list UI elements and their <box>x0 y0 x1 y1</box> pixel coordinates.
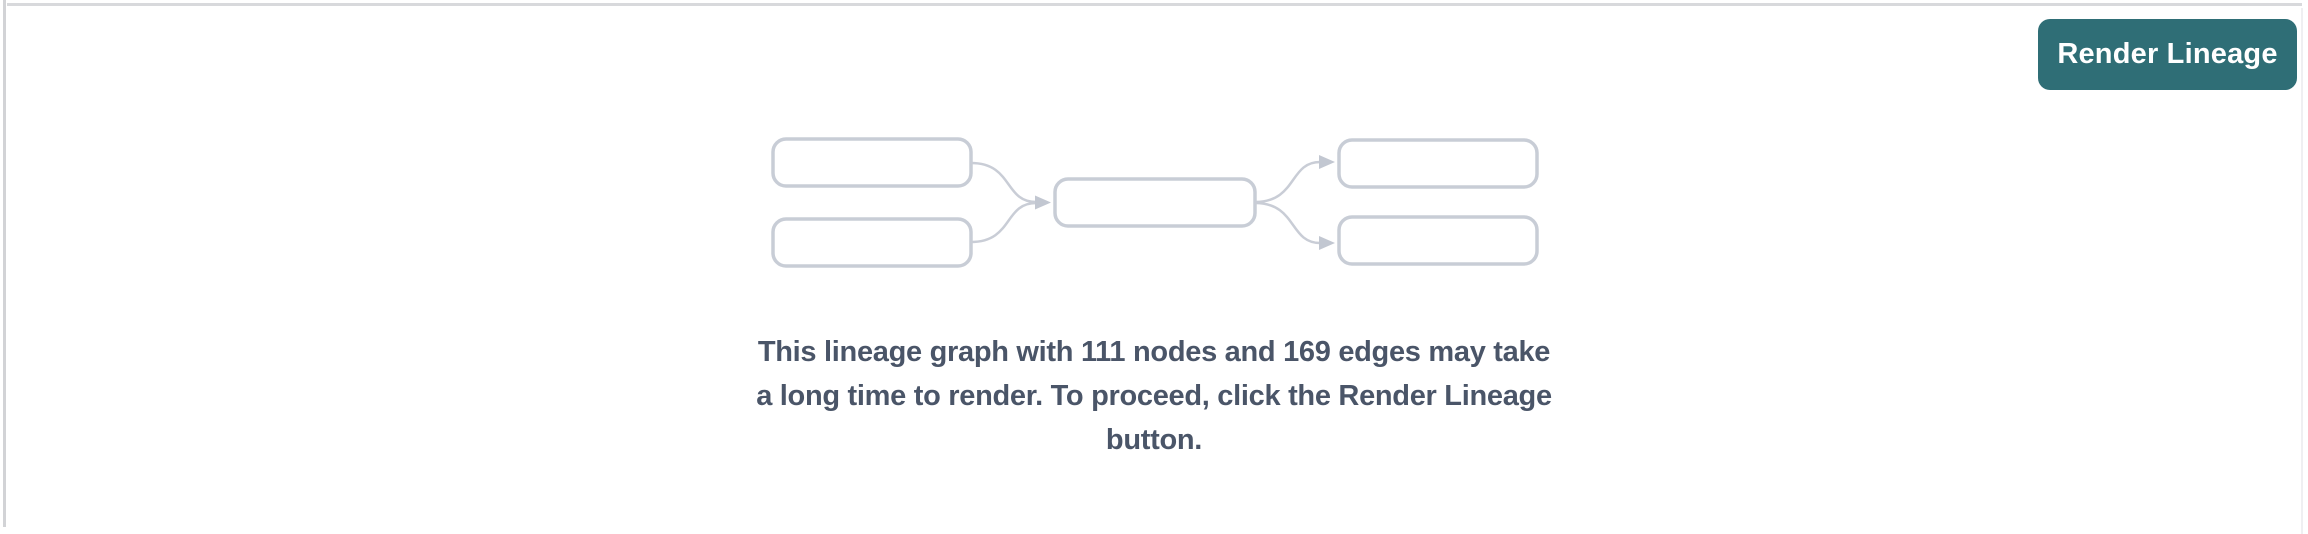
placeholder-arrowhead <box>1319 155 1335 169</box>
placeholder-edge <box>970 161 1037 204</box>
placeholder-node <box>1337 138 1539 189</box>
placeholder-node <box>1337 215 1539 266</box>
lineage-warning-message: This lineage graph with 111 nodes and 16… <box>0 330 2308 462</box>
placeholder-arrowhead <box>1319 236 1335 250</box>
panel-right-divider <box>2301 8 2303 534</box>
lineage-graph-placeholder-icon <box>771 137 1539 268</box>
lineage-warning-line-3: button. <box>1105 424 1203 456</box>
placeholder-edge <box>1254 160 1321 204</box>
panel-top-border <box>7 3 2302 6</box>
placeholder-edge <box>1254 201 1321 245</box>
placeholder-arrowhead <box>1035 195 1051 210</box>
placeholder-node <box>771 137 973 188</box>
placeholder-edge <box>970 201 1037 244</box>
panel-left-divider <box>3 0 6 527</box>
lineage-warning-line-2: a long time to render. To proceed, click… <box>756 380 1552 412</box>
render-lineage-button[interactable]: Render Lineage <box>2038 19 2297 90</box>
lineage-warning-line-1: This lineage graph with 111 nodes and 16… <box>757 336 1551 368</box>
placeholder-node <box>1053 177 1257 228</box>
placeholder-node <box>771 217 973 268</box>
